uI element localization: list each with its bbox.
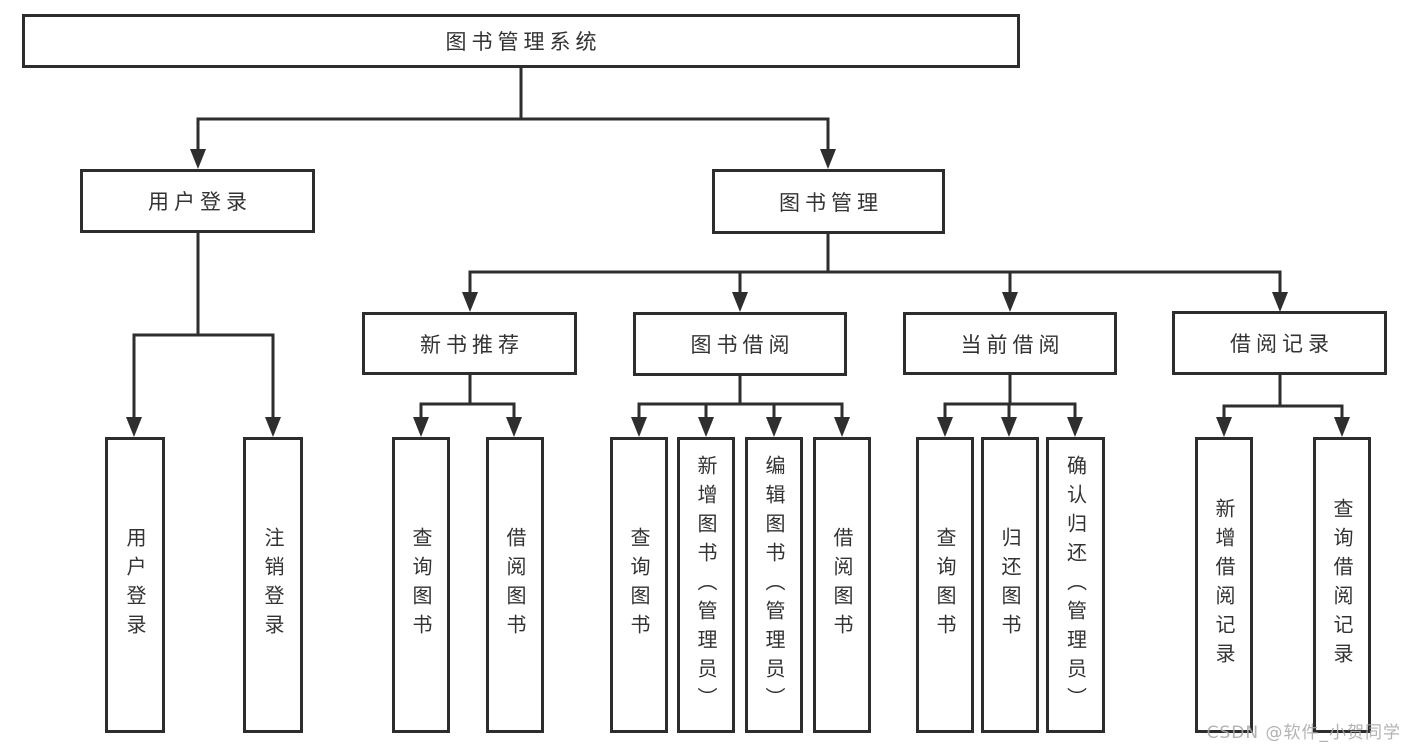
node-edit-books-leaf: 编辑图书（管理员） (745, 437, 803, 733)
node-new-book-recommend: 新书推荐 (362, 312, 577, 375)
node-return-books-leaf: 归还图书 (981, 437, 1039, 733)
node-user-login-leaf: 用户登录 (105, 437, 165, 733)
node-query-books-leaf-1: 查询图书 (392, 437, 450, 733)
node-logout-leaf: 注销登录 (243, 437, 303, 733)
node-book-management: 图书管理 (712, 169, 945, 234)
node-confirm-return-leaf: 确认归还（管理员） (1046, 437, 1105, 733)
node-add-record-leaf: 新增借阅记录 (1195, 437, 1253, 733)
node-query-books-leaf-2: 查询图书 (610, 437, 668, 733)
node-book-borrow: 图书借阅 (633, 312, 847, 376)
node-query-record-leaf: 查询借阅记录 (1313, 437, 1371, 733)
node-borrow-record: 借阅记录 (1172, 311, 1387, 375)
node-query-books-leaf-3: 查询图书 (916, 437, 974, 733)
node-add-books-leaf: 新增图书（管理员） (677, 437, 735, 733)
csdn-watermark: CSDN @软件_小贺同学 (1206, 723, 1401, 743)
node-borrow-books-leaf-2: 借阅图书 (813, 437, 871, 733)
node-current-borrow: 当前借阅 (903, 312, 1117, 375)
node-borrow-books-leaf-1: 借阅图书 (486, 437, 544, 733)
node-root: 图书管理系统 (22, 14, 1020, 68)
node-user-login: 用户登录 (80, 169, 315, 233)
